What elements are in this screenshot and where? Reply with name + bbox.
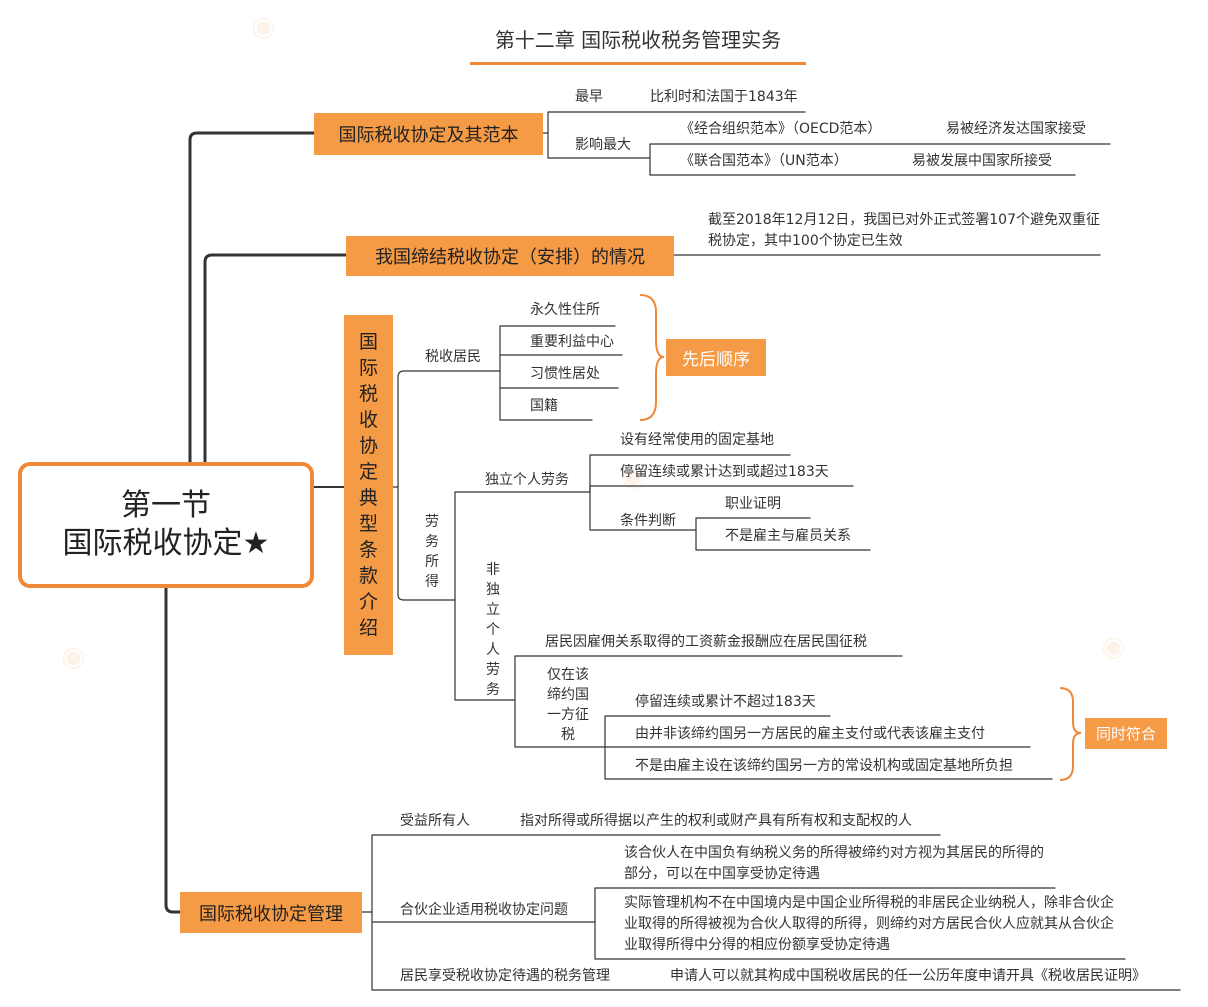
root-node: 第一节 国际税收协定★ (18, 462, 314, 588)
condition-item: 职业证明 (725, 496, 781, 512)
page-title: 第十二章 国际税收税务管理实务 (494, 28, 782, 52)
vertical-char: 务 (425, 534, 439, 550)
resident-mgmt-value: 申请人可以就其构成中国税收居民的任一公历年度申请开具《税收居民证明》 (670, 968, 1146, 984)
un-note: 易被发展中国家所接受 (912, 153, 1052, 169)
vertical-char: 人 (486, 642, 500, 658)
vertical-char: 际 (358, 357, 378, 379)
earliest-value: 比利时和法国于1843年 (650, 89, 798, 105)
resident-item: 永久性住所 (530, 302, 600, 318)
vertical-char: 个 (486, 622, 500, 638)
vertical-char: 务 (486, 682, 500, 698)
vertical-char: 所 (425, 554, 439, 570)
un-model: 《联合国范本》（UN范本） (680, 153, 848, 169)
vertical-char: 收 (358, 409, 378, 431)
partnership-label: 合伙企业适用税收协定问题 (400, 902, 568, 918)
only-item: 停留连续或累计不超过183天 (635, 694, 816, 710)
independent-label: 独立个人劳务 (485, 472, 569, 488)
vertical-char: 典 (358, 487, 378, 509)
vertical-char: 型 (358, 513, 378, 535)
vertical-char: 仅在该 (547, 667, 589, 683)
vertical-char: 国 (358, 331, 378, 353)
only-item: 由并非该缔约国另一方居民的雇主支付或代表该雇主支付 (635, 726, 985, 742)
vertical-char: 劳 (486, 662, 500, 678)
resident-item: 习惯性居处 (530, 366, 600, 382)
beneficial-owner-label: 受益所有人 (400, 813, 470, 829)
vertical-char: 款 (358, 565, 378, 587)
vertical-char: 非 (486, 562, 500, 578)
non-independent-item: 居民因雇佣关系取得的工资薪金报酬应在居民国征税 (545, 634, 867, 650)
vertical-char: 绍 (358, 617, 378, 639)
root-line1: 第一节 (121, 488, 211, 523)
resident-mgmt-label: 居民享受税收协定待遇的税务管理 (400, 968, 610, 984)
vertical-char: 税 (358, 383, 378, 405)
independent-item: 停留连续或累计达到或超过183天 (620, 464, 829, 480)
branch-typical-clauses: 国际税收协定典型条款介绍 (344, 315, 393, 655)
resident-label: 税收居民 (425, 349, 481, 365)
vertical-char: 条 (358, 539, 378, 561)
earliest-label: 最早 (575, 89, 603, 105)
vertical-char: 立 (486, 602, 500, 618)
independent-item: 设有经常使用的固定基地 (620, 432, 774, 448)
branch-china-treaties: 我国缔结税收协定（安排）的情况 (346, 236, 674, 276)
partnership-item: 实际管理机构不在中国境内是中国企业所得税的非居民企业纳税人，除非合伙企业取得的所… (624, 895, 1114, 953)
labor-income-label: 劳务所得 (422, 512, 442, 592)
resident-item: 国籍 (530, 398, 558, 414)
china-treaties-detail: 截至2018年12月12日，我国已对外正式签署107个避免双重征税协定，其中10… (708, 212, 1100, 249)
partnership-item: 该合伙人在中国负有纳税义务的所得被缔约对方视为其居民的所得的部分，可以在中国享受… (624, 845, 1044, 882)
vertical-char: 介 (358, 591, 378, 613)
oecd-note: 易被经济发达国家接受 (946, 121, 1086, 137)
oecd-model: 《经合组织范本》（OECD范本） (680, 121, 882, 137)
root-line2: 国际税收协定★ (62, 526, 270, 561)
resident-item: 重要利益中心 (530, 334, 614, 350)
vertical-char: 协 (358, 435, 378, 457)
only-one-side-label: 仅在该缔约国一方征税 (540, 665, 596, 745)
vertical-char: 得 (425, 574, 439, 590)
title-underline (470, 62, 806, 65)
vertical-char: 缔约国 (547, 687, 589, 703)
condition-item: 不是雇主与雇员关系 (725, 528, 851, 544)
vertical-char: 劳 (425, 514, 439, 530)
beneficial-owner-value: 指对所得或所得据以产生的权利或财产具有所有权和支配权的人 (520, 813, 912, 829)
branch-treaty-models: 国际税收协定及其范本 (314, 113, 543, 155)
influence-label: 影响最大 (575, 137, 631, 153)
non-independent-label: 非独立个人劳务 (483, 560, 503, 700)
order-badge: 先后顺序 (666, 339, 766, 376)
vertical-char: 独 (486, 582, 500, 598)
branch-treaty-management: 国际税收协定管理 (180, 892, 362, 933)
condition-label: 条件判断 (620, 513, 676, 529)
vertical-char: 一方征 (547, 707, 589, 723)
only-item: 不是由雇主设在该缔约国另一方的常设机构或固定基地所负担 (635, 758, 1013, 774)
vertical-char: 定 (358, 461, 378, 483)
simultaneous-badge: 同时符合 (1085, 718, 1167, 749)
vertical-char: 税 (561, 727, 575, 743)
